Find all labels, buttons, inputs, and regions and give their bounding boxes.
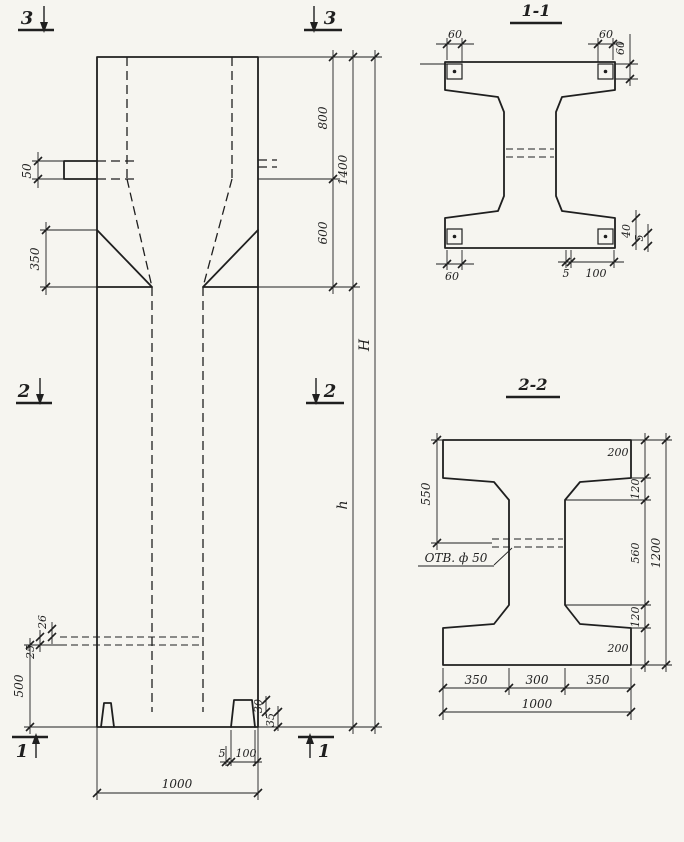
dim-1200: 1200: [649, 537, 663, 568]
dim-120-top: 120: [629, 479, 642, 500]
dim-200-top: 200: [607, 446, 629, 459]
section-2-2-title: 2-2: [518, 375, 548, 394]
section-marker-1-left: 1: [12, 733, 48, 762]
dim-550: 550: [419, 482, 433, 505]
section-1-1-view: 1-1 60 60 60 60 5 100 40 5: [420, 1, 653, 283]
section-1-1-dim-ticks: [442, 39, 653, 269]
hole-hidden-lines: [492, 538, 563, 548]
dim-350-right: 350: [587, 673, 610, 687]
section-marker-1-right: 1: [298, 733, 334, 762]
dim-600: 600: [316, 221, 330, 244]
hole-label: ОТВ. ф 50: [425, 551, 488, 565]
dim-1000: 1000: [162, 777, 193, 791]
elevation-view: 50 350 26 25 500 800 600 1400 H h 1000 5…: [12, 6, 382, 800]
dim-100-bottom: 100: [586, 267, 607, 280]
arrow-down-icon: [312, 394, 320, 405]
dim-H: H: [357, 338, 373, 352]
section-2-2-dim-ticks: [432, 435, 671, 717]
section-1-1-outline: [444, 61, 616, 249]
dim-25: 25: [24, 645, 37, 660]
web-hole-hidden-lines: [506, 148, 554, 158]
hidden-edges: [97, 57, 277, 712]
arrow-down-icon: [310, 22, 318, 33]
plate-top-right: [597, 63, 614, 80]
dim-5-bottom: 5: [563, 267, 570, 280]
hole-callout: ОТВ. ф 50: [418, 547, 513, 567]
plate-dot-icon: [603, 69, 608, 74]
elevation-dimension-labels: 50 350 26 25 500 800 600 1400 H h 1000 5…: [12, 106, 373, 791]
plate-dot-icon: [452, 69, 457, 74]
base-foot-right: [230, 699, 256, 728]
section-1-1-extension-lines: [420, 34, 649, 270]
section-2-2-dimension-labels: 550 200 120 560 120 200 1200 350 300 350…: [419, 446, 663, 711]
dim-560: 560: [629, 543, 642, 564]
extension-lines-bottom: [96, 696, 279, 800]
section-2-2-view: 2-2 ОТВ. ф 50 550 200 120 560 120 200 12…: [418, 375, 672, 720]
dim-1000: 1000: [522, 697, 553, 711]
dim-200-bottom: 200: [607, 642, 629, 655]
dim-h: h: [335, 500, 351, 509]
dim-26: 26: [36, 615, 49, 630]
dim-100: 100: [236, 747, 257, 760]
dim-120-bottom: 120: [629, 607, 642, 628]
plate-bottom-left: [446, 228, 463, 245]
dim-5-right: 5: [633, 235, 646, 242]
section-marker-3-left: 3: [18, 6, 54, 33]
marker-1-right-label: 1: [318, 741, 331, 762]
dim-50: 50: [20, 163, 34, 179]
dim-60-top-left: 60: [448, 28, 462, 41]
marker-2-right-label: 2: [323, 381, 337, 402]
section-marker-3-right: 3: [304, 6, 342, 33]
dim-30: 30: [252, 699, 265, 713]
dim-60-right: 60: [614, 41, 627, 55]
plate-bottom-right: [597, 228, 614, 245]
section-marker-2-left: 2: [16, 378, 52, 405]
embedded-plates: [446, 63, 614, 245]
dim-800: 800: [316, 106, 330, 129]
dim-1400: 1400: [336, 154, 350, 185]
section-1-1-dimension-labels: 60 60 60 60 5 100 40 5: [445, 28, 646, 283]
base-foot-left: [100, 702, 115, 728]
dim-350: 350: [28, 247, 42, 270]
extension-lines-left: [24, 152, 97, 734]
arrow-down-icon: [40, 22, 48, 33]
arrow-up-icon: [306, 733, 314, 744]
corbel-tab-left: [63, 160, 98, 180]
taper-diagonals: [96, 229, 259, 288]
marker-2-left-label: 2: [17, 381, 31, 402]
plate-top-left: [446, 63, 463, 80]
dim-40-right: 40: [620, 224, 633, 239]
extension-lines-right: [258, 50, 382, 734]
column-outline: [96, 56, 259, 728]
dim-300: 300: [526, 673, 549, 687]
dim-60-top-right: 60: [599, 28, 613, 41]
plate-dot-icon: [603, 234, 608, 239]
section-marker-2-right: 2: [306, 378, 344, 405]
hole-leader-line: [418, 547, 513, 567]
plate-dot-icon: [452, 234, 457, 239]
dim-350-left: 350: [465, 673, 488, 687]
dim-60-bottom-left: 60: [445, 270, 459, 283]
hole-hidden-lines: [60, 636, 203, 646]
arrow-down-icon: [36, 394, 44, 405]
marker-3-left-label: 3: [21, 8, 34, 29]
dim-ticks: [25, 52, 380, 798]
dim-500: 500: [12, 674, 26, 697]
section-1-1-title: 1-1: [522, 1, 551, 20]
dim-35: 35: [264, 713, 277, 727]
marker-1-left-label: 1: [16, 741, 29, 762]
marker-3-right-label: 3: [324, 8, 337, 29]
arrow-up-icon: [32, 733, 40, 744]
dim-5: 5: [219, 747, 226, 760]
